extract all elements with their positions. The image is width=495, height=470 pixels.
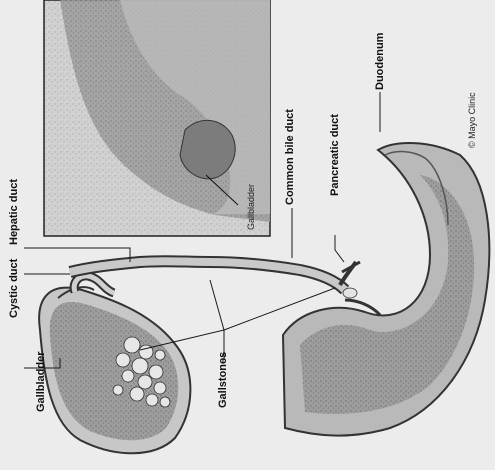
- label-common-bile-duct: Common bile duct: [285, 109, 296, 205]
- label-duodenum: Duodenum: [375, 33, 386, 90]
- label-pancreatic-duct: Pancreatic duct: [330, 114, 341, 196]
- label-hepatic-duct: Hepatic duct: [9, 179, 20, 245]
- inset-panel: [44, 0, 270, 236]
- label-gallbladder: Gallbladder: [36, 351, 47, 412]
- label-gallbladder-inset: Gallbladder: [247, 184, 256, 230]
- duodenum-organ: [283, 143, 489, 436]
- duct-stone: [343, 288, 357, 298]
- credit-text: © Mayo Clinic: [468, 92, 477, 148]
- bile-ducts: [70, 261, 360, 293]
- label-cystic-duct: Cystic duct: [9, 259, 20, 318]
- label-gallstones: Gallstones: [218, 352, 229, 408]
- inset-gallbladder-shape: [180, 120, 235, 178]
- gallbladder-organ: [39, 287, 190, 453]
